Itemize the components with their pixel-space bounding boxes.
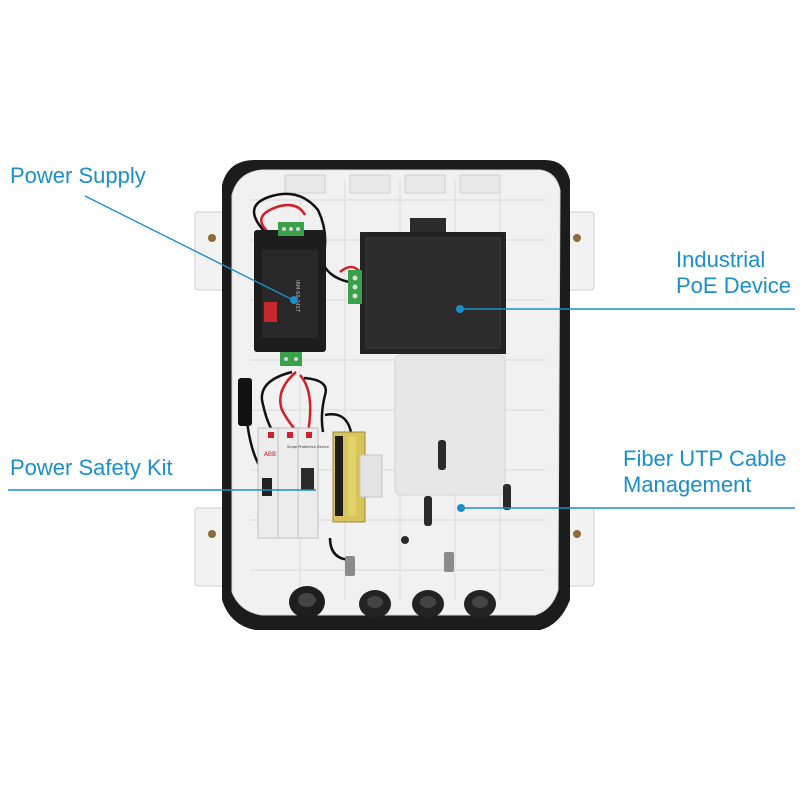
terminal-block (332, 431, 383, 523)
top-ribs (284, 174, 501, 194)
poe-device-label: Industrial PoE Device (676, 247, 791, 299)
fuse-holder (238, 378, 252, 426)
cable-clips (345, 440, 511, 576)
breaker-and-spd: ABB Surge Protective Device (257, 427, 329, 539)
callout-lines (8, 195, 795, 509)
poe-device-label-line2: PoE Device (676, 273, 791, 298)
safety-kit-label: Power Safety Kit (10, 455, 173, 480)
cable-mgmt-label: Fiber UTP Cable Management (623, 446, 786, 498)
cable-mgmt-label-line2: Management (623, 472, 752, 497)
poe-device-label-line1: Industrial (676, 247, 766, 272)
cable-glands (289, 586, 496, 618)
cable-mgmt-label-line1: Fiber UTP Cable (623, 446, 787, 471)
psu-model-marking: IRM-60-24ST (294, 280, 300, 313)
power-supply-unit: IRM-60-24ST (254, 222, 326, 366)
power-supply-leader (84, 195, 294, 301)
power-supply-label: Power Supply (10, 163, 146, 188)
wiring (243, 192, 361, 562)
poe-switch-unit (348, 218, 506, 354)
spd-label-marking: Surge Protective Device (287, 445, 329, 449)
breaker-brand-marking: ABB (264, 451, 276, 458)
